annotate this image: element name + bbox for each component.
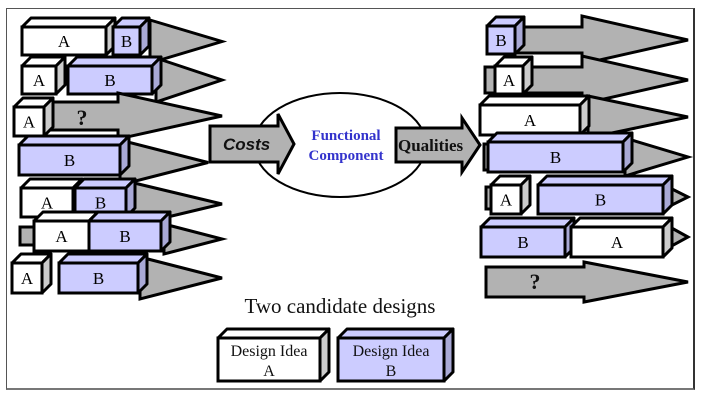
design-b-block: B: [536, 174, 674, 216]
design-a-block: A: [12, 96, 55, 138]
design-label-B: B: [595, 191, 606, 210]
design-label-B: B: [95, 194, 106, 213]
functional-component: Costs Functional Component Qualities: [208, 92, 482, 198]
legend-item-line1: Design Idea: [231, 343, 308, 360]
legend-item-line2: A: [263, 363, 275, 380]
design-a-block: A: [10, 252, 53, 295]
design-a-block: A: [478, 94, 591, 137]
right-row: B: [482, 131, 694, 179]
box-front-face: [336, 336, 446, 383]
right-row: ?: [484, 260, 689, 304]
design-label-A: A: [23, 113, 36, 132]
design-label-A: A: [524, 111, 537, 130]
cost-wedge-arrow: [623, 135, 694, 179]
box-front-face: [485, 24, 517, 56]
legend: Two candidate designs Design IdeaADesign…: [216, 294, 455, 383]
design-label-A: A: [41, 194, 54, 213]
left-row: ?A: [12, 91, 223, 141]
design-a-block: A: [569, 216, 674, 259]
design-label-B: B: [550, 148, 561, 167]
costs-label: Costs: [223, 135, 270, 154]
design-label-B: B: [517, 233, 528, 252]
box-front-face: [569, 225, 665, 259]
cost-wedge-arrow: [154, 55, 227, 105]
design-label-B: B: [93, 269, 104, 288]
legend-title: Two candidate designs: [245, 294, 436, 318]
arrow-stub: [18, 225, 36, 247]
design-label-B: B: [64, 151, 75, 170]
design-label-B: B: [121, 32, 132, 51]
box-front-face: [20, 25, 108, 57]
box-front-face: [111, 25, 142, 57]
unknown-quality-arrow: [484, 260, 689, 304]
box-front-face: [486, 140, 625, 174]
design-a-block: A: [493, 55, 534, 96]
box-front-face: [479, 225, 567, 259]
design-b-block: B: [57, 252, 149, 295]
qualities-label: Qualities: [398, 136, 464, 155]
design-b-block: B: [111, 16, 151, 57]
box-front-face: [493, 64, 525, 96]
design-b-block: B: [479, 216, 576, 259]
right-row: A: [483, 54, 689, 106]
design-label-B: B: [495, 31, 506, 50]
box-front-face: [32, 219, 91, 253]
design-label-B: B: [119, 227, 130, 246]
left-row: B: [17, 134, 209, 187]
right-row: B: [485, 14, 689, 66]
design-label-A: A: [58, 32, 71, 51]
box-front-face: [17, 143, 122, 177]
costs-arrow: [208, 113, 296, 175]
box-front-face: [489, 183, 523, 216]
functional-component-line2: Component: [308, 148, 383, 164]
legend-item-line1: Design Idea: [353, 343, 430, 360]
right-row: A: [478, 94, 689, 140]
design-b-block: B: [66, 55, 163, 96]
design-b-block: B: [87, 210, 172, 253]
design-b-block: B: [486, 131, 634, 174]
design-b-block: B: [485, 15, 526, 56]
design-b-block: B: [17, 134, 131, 177]
unknown-marker: ?: [530, 269, 541, 294]
cost-wedge-arrow: [138, 255, 223, 301]
design-label-B: B: [104, 71, 115, 90]
box-front-face: [66, 64, 154, 96]
design-label-A: A: [21, 269, 34, 288]
design-label-A: A: [33, 71, 46, 90]
quality-arrow: [516, 14, 689, 66]
design-a-block: A: [20, 16, 117, 57]
functional-component-line1: Functional: [311, 128, 380, 144]
box-front-face: [10, 261, 44, 295]
qualities-arrow: [394, 113, 482, 177]
design-label-A: A: [611, 233, 624, 252]
box-front-face: [20, 64, 58, 96]
design-a-block: A: [489, 174, 532, 216]
cost-wedge-arrow: [162, 222, 228, 256]
design-a-block: A: [20, 55, 67, 96]
unknown-marker: ?: [77, 105, 88, 130]
box-front-face: [87, 219, 163, 253]
box-front-face: [57, 261, 140, 295]
box-front-face: [216, 336, 322, 383]
unknown-cost-arrow: [38, 91, 223, 141]
design-label-A: A: [503, 71, 516, 90]
design-label-A: A: [55, 227, 68, 246]
design-label-A: A: [500, 191, 513, 210]
legend-item-line2: B: [386, 363, 397, 380]
box-front-face: [536, 183, 665, 216]
